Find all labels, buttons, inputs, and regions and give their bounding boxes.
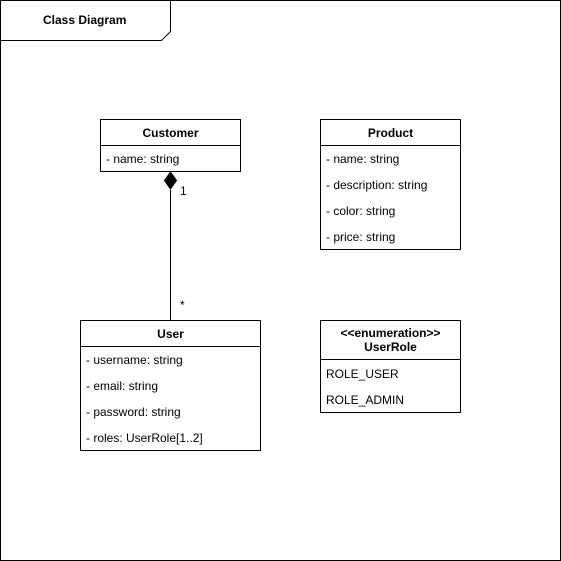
attribute: - username: string bbox=[86, 353, 183, 367]
class-name: User bbox=[81, 321, 260, 347]
composition-diamond-icon bbox=[163, 171, 178, 190]
attribute: - description: string bbox=[326, 178, 428, 192]
class-product[interactable]: Product - name: string - description: st… bbox=[320, 119, 461, 250]
class-customer[interactable]: Customer - name: string bbox=[100, 119, 241, 172]
enum-header: <<enumeration>> UserRole bbox=[321, 321, 460, 360]
source-multiplicity: 1 bbox=[180, 184, 187, 198]
attribute: - color: string bbox=[326, 204, 396, 218]
frame-title-tab bbox=[0, 0, 171, 41]
attribute: - roles: UserRole[1..2] bbox=[86, 431, 203, 445]
enum-userrole[interactable]: <<enumeration>> UserRole ROLE_USER ROLE_… bbox=[320, 320, 461, 413]
class-user[interactable]: User - username: string - email: string … bbox=[80, 320, 261, 451]
attribute: - email: string bbox=[86, 379, 159, 393]
enum-name: UserRole bbox=[364, 340, 417, 354]
attribute: - price: string bbox=[326, 230, 396, 244]
class-name: Customer bbox=[101, 120, 240, 146]
class-name: Product bbox=[321, 120, 460, 146]
frame-title: Class Diagram bbox=[43, 13, 127, 27]
attribute: - password: string bbox=[86, 405, 181, 419]
enum-literal: ROLE_ADMIN bbox=[326, 393, 405, 407]
enum-literal: ROLE_USER bbox=[326, 367, 399, 381]
attribute: - name: string bbox=[106, 152, 180, 166]
enum-stereotype: <<enumeration>> bbox=[340, 326, 441, 340]
target-multiplicity: * bbox=[180, 298, 185, 312]
attribute: - name: string bbox=[326, 152, 400, 166]
